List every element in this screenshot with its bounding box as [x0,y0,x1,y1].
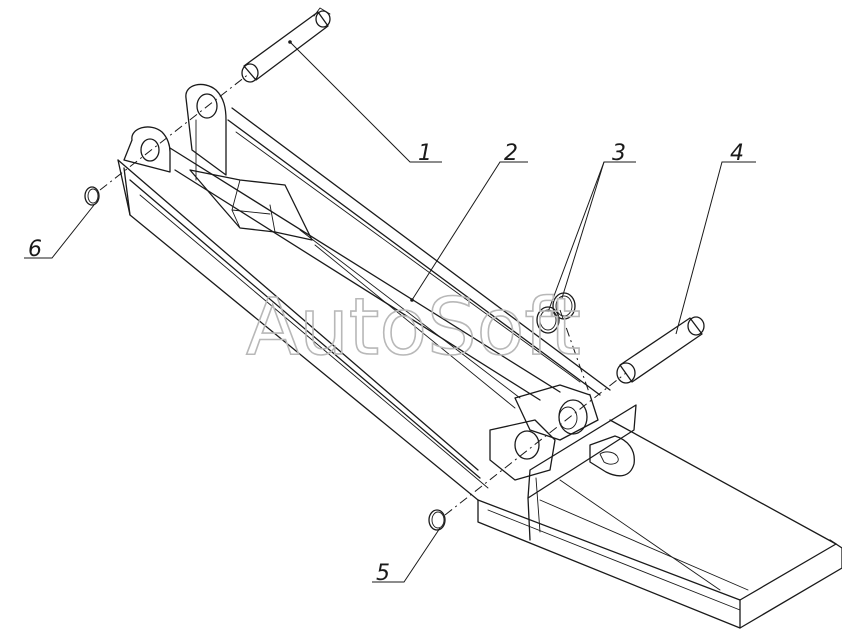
callout-4: 4 [730,141,744,166]
center-lines [99,72,627,516]
callout-6: 6 [28,237,42,262]
watermark: AutoSoft [246,283,581,373]
callout-1: 1 [418,141,432,166]
leader-lines [24,40,756,583]
callout-3: 3 [612,141,626,166]
pin-right [616,316,705,384]
callout-5: 5 [376,561,390,586]
callout-2: 2 [504,141,518,166]
retaining-ring-6 [84,186,100,206]
pin-upper [241,7,331,83]
retaining-ring-5 [428,509,446,531]
boom-arm [117,83,842,629]
